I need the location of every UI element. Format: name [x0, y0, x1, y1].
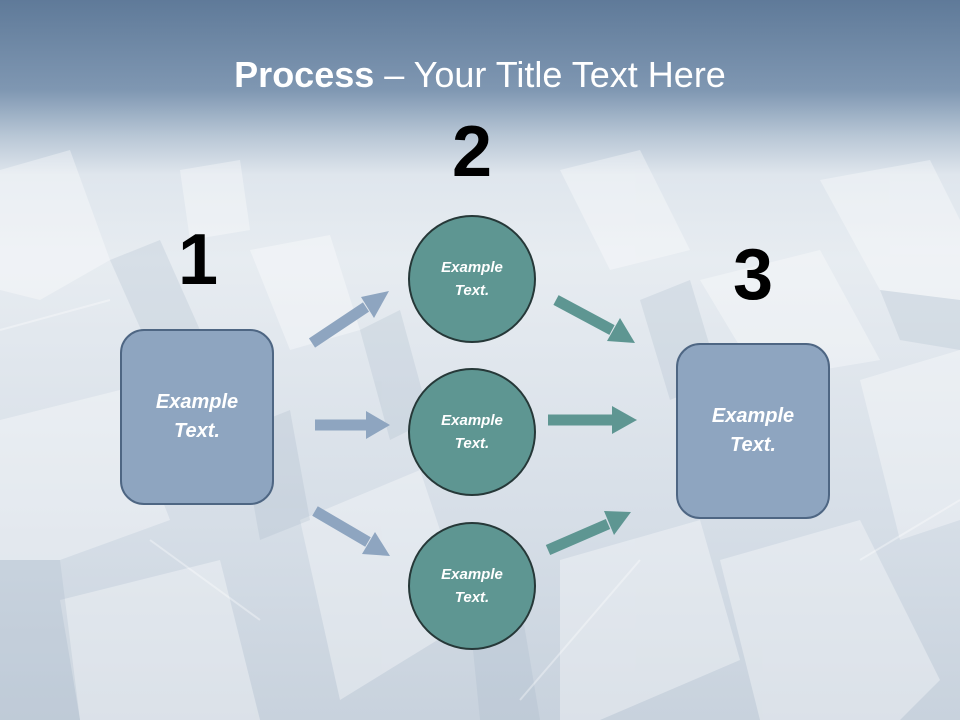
step-2-circle-top: Example Text.: [408, 215, 536, 343]
step-1-box-text: Example Text.: [156, 388, 238, 446]
step-number-2: 2: [451, 112, 493, 192]
step-2-circle-bottom: Example Text.: [408, 522, 536, 650]
teal-arrow-right: [548, 406, 637, 434]
circle-middle-line2: Text.: [454, 435, 490, 452]
blue-arrow-right: [315, 411, 390, 439]
step-2-circle-middle: Example Text.: [408, 368, 536, 496]
teal-arrow-down: [553, 295, 635, 343]
circle-bottom-line2: Text.: [454, 589, 490, 606]
circle-middle-line1: Example: [441, 412, 503, 429]
step-1-line1: Example: [155, 391, 239, 413]
circle-top-line1: Example: [441, 259, 503, 276]
circle-middle-text: Example Text.: [441, 409, 503, 455]
teal-arrow-up: [545, 511, 631, 556]
step-number-1: 1: [177, 220, 219, 300]
step-number-3: 3: [732, 235, 774, 315]
circle-bottom-text: Example Text.: [441, 563, 503, 609]
step-3-line1: Example: [711, 405, 795, 427]
circle-bottom-line1: Example: [441, 566, 503, 583]
step-3-box: Example Text.: [676, 343, 830, 519]
step-3-box-text: Example Text.: [712, 402, 794, 460]
step-3-line2: Text.: [730, 434, 776, 456]
step-1-box: Example Text.: [120, 329, 274, 505]
blue-arrow-down: [312, 506, 390, 556]
blue-arrow-up: [308, 291, 389, 348]
slide-title: Process – Your Title Text Here: [0, 52, 960, 98]
title-bold: Process: [234, 54, 375, 95]
title-rest: – Your Title Text Here: [374, 54, 726, 95]
circle-top-line2: Text.: [454, 282, 490, 299]
circle-top-text: Example Text.: [441, 256, 503, 302]
step-1-line2: Text.: [174, 420, 220, 442]
